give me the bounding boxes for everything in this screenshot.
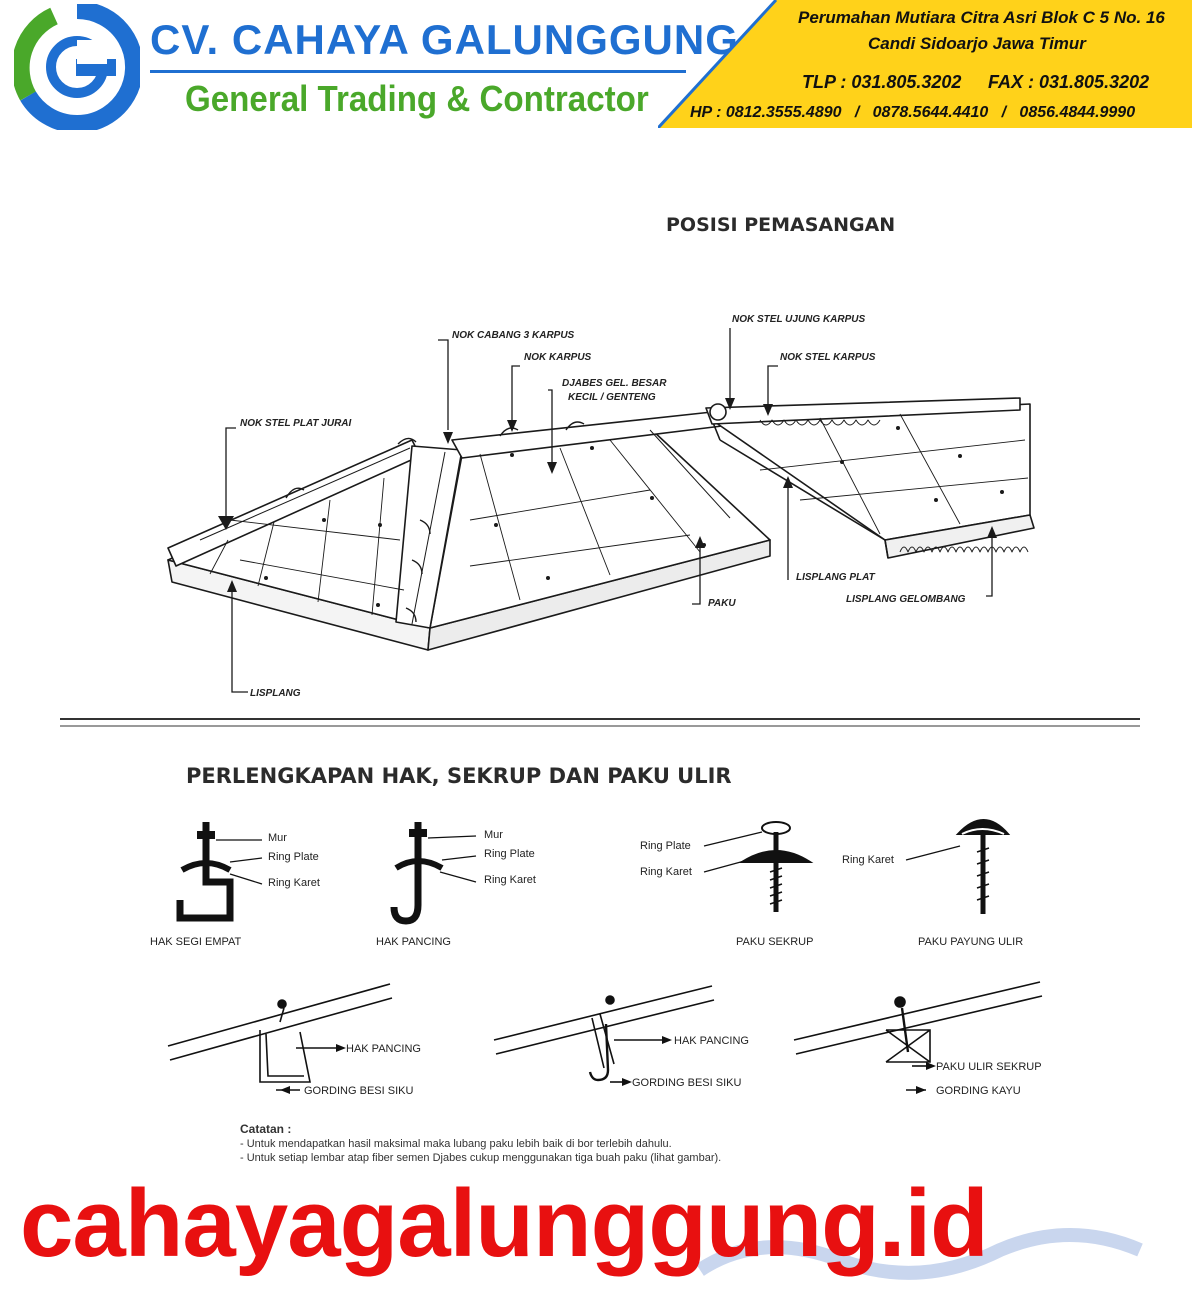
caption-hak-pancing: HAK PANCING <box>376 936 451 948</box>
caption-paku-sekrup: PAKU SEKRUP <box>736 936 814 948</box>
label-lisplang: LISPLANG <box>250 688 301 699</box>
hak-pancing-shape <box>390 822 422 925</box>
label-install-hak-pancing-1: HAK PANCING <box>346 1043 421 1055</box>
caption-hak-segi-empat: HAK SEGI EMPAT <box>150 936 242 948</box>
label-install-gording-besi-1: GORDING BESI SIKU <box>304 1085 414 1097</box>
section-divider <box>60 718 1140 727</box>
label-nok-karpus: NOK KARPUS <box>524 352 592 363</box>
phone-hp: HP : 0812.3555.4890 / 0878.5644.4410 / 0… <box>690 104 1136 121</box>
address-line-1: Perumahan Mutiara Citra Asri Blok C 5 No… <box>798 8 1165 27</box>
phone-tlp: TLP : 031.805.3202 <box>802 72 962 92</box>
install-1-roof-sheet <box>167 983 393 1061</box>
parts-section-title: PERLENGKAPAN HAK, SEKRUP DAN PAKU ULIR <box>186 764 732 788</box>
label-djabes-1: DJABES GEL. BESAR <box>562 378 667 389</box>
label-ring-karet-1: Ring Karet <box>268 877 320 889</box>
label-install-gording-kayu: GORDING KAYU <box>936 1085 1021 1097</box>
label-install-hak-pancing-2: HAK PANCING <box>674 1035 749 1047</box>
phone-fax: FAX : 031.805.3202 <box>988 72 1150 92</box>
label-nok-stel-plat: NOK STEL PLAT JURAI <box>240 418 352 429</box>
logo-ring-green <box>14 7 59 101</box>
company-rule <box>150 70 686 73</box>
contact-banner <box>658 0 1192 128</box>
roof-section-title: POSISI PEMASANGAN <box>666 214 896 236</box>
label-djabes-2: KECIL / GENTENG <box>568 392 656 403</box>
notes-line-1: - Untuk mendapatkan hasil maksimal maka … <box>240 1138 672 1150</box>
label-install-gording-besi-2: GORDING BESI SIKU <box>632 1077 742 1089</box>
hak-segi-empat-shape <box>176 822 234 922</box>
label-install-paku-ulir: PAKU ULIR SEKRUP <box>936 1061 1042 1073</box>
company-name: CV. CAHAYA GALUNGGUNG <box>150 16 739 63</box>
right-ridge-cap <box>705 397 1021 425</box>
label-mur-2: Mur <box>484 829 503 841</box>
label-lisplang-gelombang: LISPLANG GELOMBANG <box>846 594 966 605</box>
label-ring-karet-4: Ring Karet <box>842 854 894 866</box>
notes-line-2: - Untuk setiap lembar atap fiber semen D… <box>240 1152 722 1164</box>
label-paku: PAKU <box>708 598 736 609</box>
label-mur-1: Mur <box>268 832 287 844</box>
install-3-roof-sheet <box>793 981 1043 1055</box>
roof-installation-drawing <box>167 328 1035 693</box>
label-ring-plate-3: Ring Plate <box>640 840 691 852</box>
company-tagline: General Trading & Contractor <box>185 78 649 119</box>
label-ring-karet-3: Ring Karet <box>640 866 692 878</box>
right-roof-face <box>711 403 1031 541</box>
address-line-2: Candi Sidoarjo Jawa Timur <box>868 34 1086 53</box>
logo-ring-blue <box>20 4 140 130</box>
fasteners-drawing <box>167 819 1043 1094</box>
djabes-faint-logo <box>696 1228 1143 1280</box>
label-nok-cabang: NOK CABANG 3 KARPUS <box>452 330 575 341</box>
label-ring-karet-2: Ring Karet <box>484 874 536 886</box>
label-nok-stel-karpus: NOK STEL KARPUS <box>780 352 876 363</box>
label-ring-plate-2: Ring Plate <box>484 848 535 860</box>
label-ring-plate-1: Ring Plate <box>268 851 319 863</box>
company-logo <box>14 4 140 130</box>
label-nok-stel-ujung: NOK STEL UJUNG KARPUS <box>732 314 866 325</box>
label-lisplang-plat: LISPLANG PLAT <box>796 572 875 583</box>
caption-paku-payung: PAKU PAYUNG ULIR <box>918 936 1024 948</box>
notes-heading: Catatan : <box>240 1122 292 1136</box>
website-url[interactable]: cahayagalunggung.id <box>20 1170 989 1277</box>
